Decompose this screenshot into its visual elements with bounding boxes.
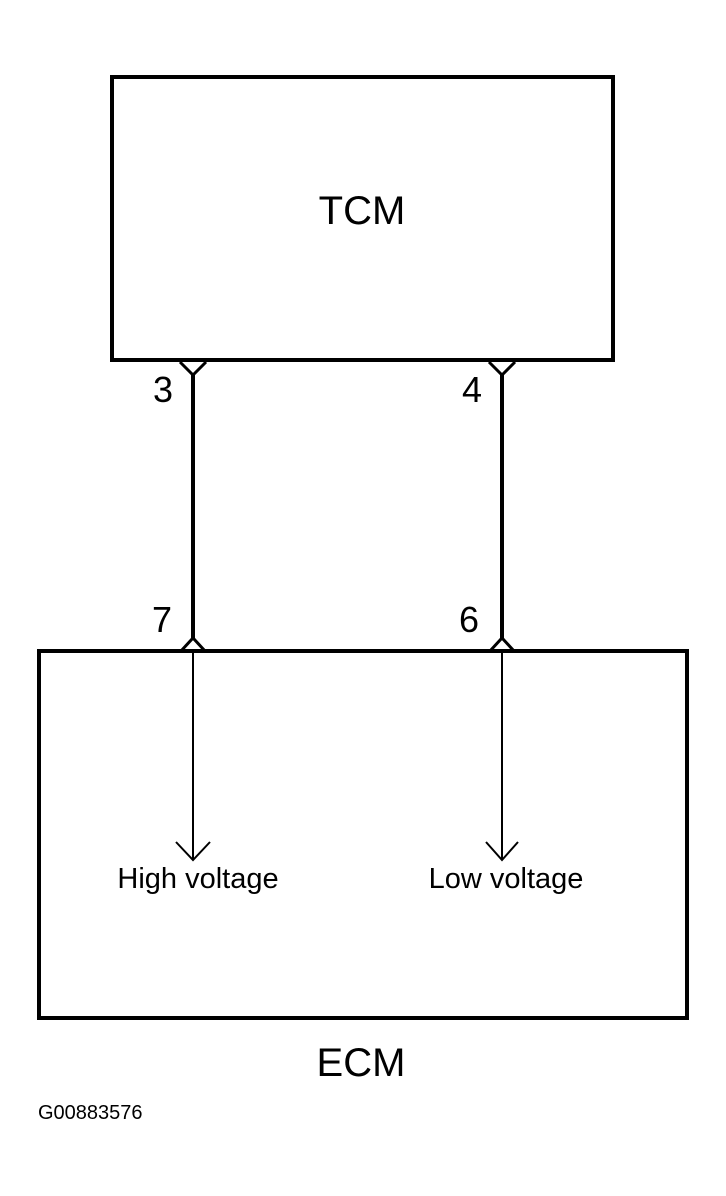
ecm-pin-6-connector: [488, 635, 516, 653]
tcm-pin-4-label: 4: [462, 369, 482, 410]
high-voltage-label: High voltage: [117, 863, 278, 895]
tcm-pin-3-label: 3: [153, 369, 173, 410]
tcm-pin-3-connector: [178, 360, 208, 378]
tcm-label: TCM: [319, 189, 406, 233]
ecm-pin-7-connector: [179, 635, 207, 653]
ecm-pin-7-label: 7: [152, 599, 172, 640]
figure-id: G00883576: [38, 1102, 143, 1124]
high-voltage-arrow-head-icon: [175, 841, 211, 862]
ecm-pin-6-label: 6: [459, 599, 479, 640]
ecm-box: [37, 649, 689, 1020]
tcm-pin-4-connector: [487, 360, 517, 378]
low-voltage-arrow-head-icon: [485, 841, 519, 862]
ecm-label: ECM: [317, 1041, 406, 1085]
low-voltage-label: Low voltage: [429, 863, 584, 895]
tcm-box: [110, 75, 615, 362]
